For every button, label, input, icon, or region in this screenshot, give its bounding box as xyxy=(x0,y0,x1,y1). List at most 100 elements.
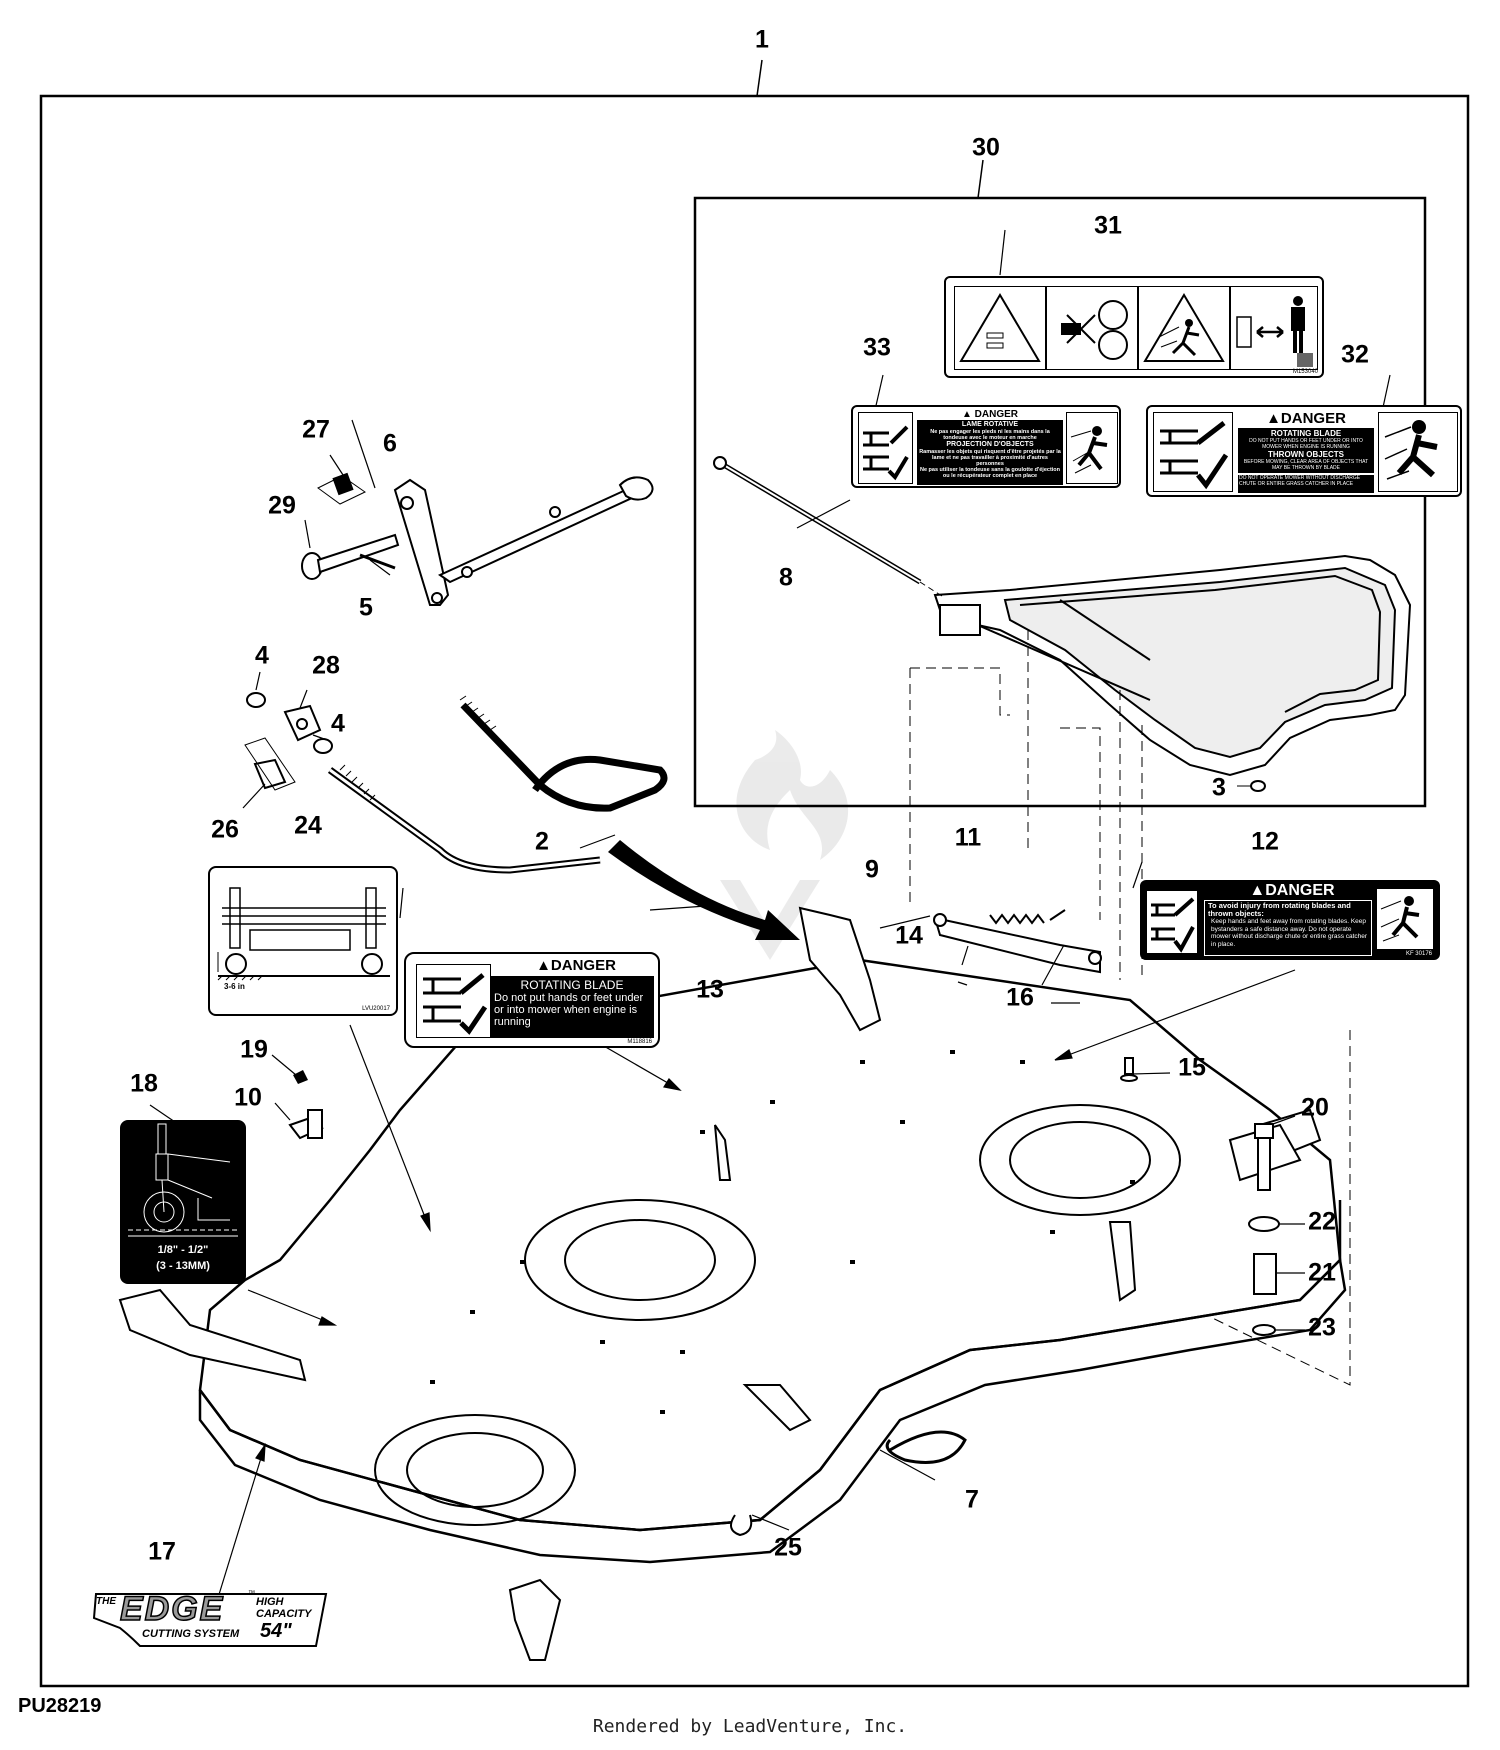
decal-13-title-text: DANGER xyxy=(550,957,616,974)
part-27-bushing xyxy=(317,472,366,505)
part-28-block xyxy=(283,704,322,742)
callout-4: 4 xyxy=(331,709,345,738)
part-4-nut-lower xyxy=(313,738,333,754)
callout-12: 12 xyxy=(1251,827,1279,856)
logo-brand: EDGE xyxy=(119,1589,225,1629)
install-arrow xyxy=(608,840,800,940)
part-29-pin xyxy=(301,533,400,580)
decal-31-safety-pictograms: M153040 xyxy=(944,276,1324,378)
part-21-spacer xyxy=(1253,1253,1277,1295)
decal-32-body-3: DO NOT OPERATE MOWER WITHOUT DISCHARGE C… xyxy=(1239,475,1361,487)
decal-12-body: Keep hands and feet away from rotating b… xyxy=(1211,918,1368,948)
decal-31-code: M153040 xyxy=(1292,369,1318,375)
callout-6: 6 xyxy=(383,429,397,458)
part-25-hook xyxy=(730,1514,753,1537)
part-3-nut xyxy=(1250,780,1266,792)
blade-hand-pictogram xyxy=(416,964,491,1038)
decal-32-text-block-2: DO NOT OPERATE MOWER WITHOUT DISCHARGE C… xyxy=(1238,475,1374,493)
logo-cutting-system: CUTTING SYSTEM xyxy=(142,1628,240,1640)
logo-the: THE xyxy=(96,1596,116,1607)
part-8-rod xyxy=(713,456,946,599)
part-20-bolt xyxy=(1254,1123,1274,1191)
decal-18-range-mm: (3 - 13MM) xyxy=(156,1260,210,1272)
part-22-washer xyxy=(1248,1216,1280,1232)
callout-15: 15 xyxy=(1178,1053,1206,1082)
person-struck-icon xyxy=(1380,896,1420,942)
inset-frame-30 xyxy=(693,196,1427,808)
leader-30 xyxy=(977,159,984,199)
decal-24-code: LVU20017 xyxy=(362,1006,390,1012)
part-6-lift-arm xyxy=(393,476,654,606)
decal-33-body-2: Ramasser les objets qui risquent d'être … xyxy=(919,449,1061,467)
callout-26: 26 xyxy=(211,815,239,844)
decal-32-text-block: ROTATING BLADE DO NOT PUT HANDS OR FEET … xyxy=(1238,428,1374,473)
decal-33-body-1: Ne pas engager les pieds ni les mains da… xyxy=(930,429,1050,441)
person-struck-icon xyxy=(1070,426,1108,474)
decal-24-dimension: 3-6 in xyxy=(224,982,245,991)
blade-hand-icon xyxy=(1160,421,1229,490)
decal-33-subtitle-1: LAME ROTATIVE xyxy=(961,421,1019,428)
callout-10: 10 xyxy=(234,1083,262,1112)
decal-32-body-1: DO NOT PUT HANDS OR FEET UNDER OR INTO M… xyxy=(1249,438,1363,450)
decal-32-body-2: BEFORE MOWING, CLEAR AREA OF OBJECTS THA… xyxy=(1243,459,1369,471)
part-23-washer xyxy=(1252,1324,1276,1336)
decal-24-height-adjust: 3-6 in LVU20017 xyxy=(208,866,398,1016)
part-15-bolt xyxy=(1120,1057,1138,1082)
decal-32-title: ▲DANGER xyxy=(1266,410,1346,427)
decal-33-body-3: Ne pas utiliser la tondeuse sans la goul… xyxy=(919,467,1061,479)
decal-32-subtitle-1: ROTATING BLADE xyxy=(1270,429,1342,438)
decal-13-code: M118816 xyxy=(627,1039,652,1045)
logo-high: HIGH xyxy=(256,1596,284,1608)
callout-13: 13 xyxy=(696,975,724,1004)
logo-capacity: CAPACITY xyxy=(256,1608,312,1620)
callout-20: 20 xyxy=(1301,1093,1329,1122)
logo-size: 54" xyxy=(260,1620,292,1642)
thrown-person-pictogram xyxy=(1376,888,1434,950)
callout-18: 18 xyxy=(130,1069,158,1098)
callout-31: 31 xyxy=(1094,211,1122,240)
pictogram-panel-2 xyxy=(1046,286,1138,370)
part-11-spring xyxy=(989,909,1066,925)
rendered-by-credit: Rendered by LeadVenture, Inc. xyxy=(592,1716,908,1737)
callout-9: 9 xyxy=(865,855,879,884)
decal-33-title-text: DANGER xyxy=(974,409,1019,420)
part-2-lift-link-inner xyxy=(329,768,601,872)
gauge-wheel-icon xyxy=(128,1123,238,1237)
hand-injury-warning-icon xyxy=(959,293,1041,362)
callout-2: 2 xyxy=(535,827,549,856)
grass-catcher-frame xyxy=(933,554,1412,777)
mower-deck xyxy=(198,958,1347,1564)
blade-hand-icon xyxy=(863,425,909,481)
decal-32-title-text: DANGER xyxy=(1280,410,1346,427)
decal-12-code: KF 30176 xyxy=(1405,951,1432,957)
decal-12-danger: ▲DANGER To avoid injury from rotating bl… xyxy=(1140,880,1440,960)
callout-28: 28 xyxy=(312,651,340,680)
decal-12-title-text: DANGER xyxy=(1265,882,1335,899)
leader-1 xyxy=(756,59,763,97)
deck-holes xyxy=(430,1050,1135,1414)
deck-height-diagram-icon xyxy=(217,887,390,981)
thrown-person-pictogram xyxy=(1066,412,1118,484)
decal-12-lead: To avoid injury from rotating blades and… xyxy=(1208,901,1351,918)
blade-hand-pictogram xyxy=(1153,412,1233,492)
part-5-cotter xyxy=(359,553,396,570)
blade-hand-icon xyxy=(1151,897,1195,953)
decal-33-danger-french: ▲ DANGER LAME ROTATIVE Ne pas engager le… xyxy=(851,405,1121,488)
decal-18-gauge-wheel: 1/8" - 1/2" (3 - 13MM) xyxy=(120,1120,246,1284)
decal-32-danger-english: ▲DANGER ROTATING BLADE DO NOT PUT HANDS … xyxy=(1146,405,1462,497)
leader-lines xyxy=(149,229,1391,1642)
callout-8: 8 xyxy=(779,563,793,592)
part-19-screw xyxy=(293,1070,308,1084)
figure-id: PU28219 xyxy=(18,1695,102,1717)
callout-27: 27 xyxy=(302,415,330,444)
callout-4: 4 xyxy=(255,641,269,670)
part-2-lift-link xyxy=(327,702,668,874)
callout-21: 21 xyxy=(1308,1258,1336,1287)
pictogram-panel-3 xyxy=(1138,286,1230,370)
blade-hand-pictogram xyxy=(858,412,913,484)
callout-17: 17 xyxy=(148,1537,176,1566)
decal-13-text-block: ROTATING BLADE Do not put hands or feet … xyxy=(490,976,654,1038)
decal-33-subtitle-2: PROJECTION D'OBJECTS xyxy=(946,441,1034,448)
callout-25: 25 xyxy=(774,1533,802,1562)
